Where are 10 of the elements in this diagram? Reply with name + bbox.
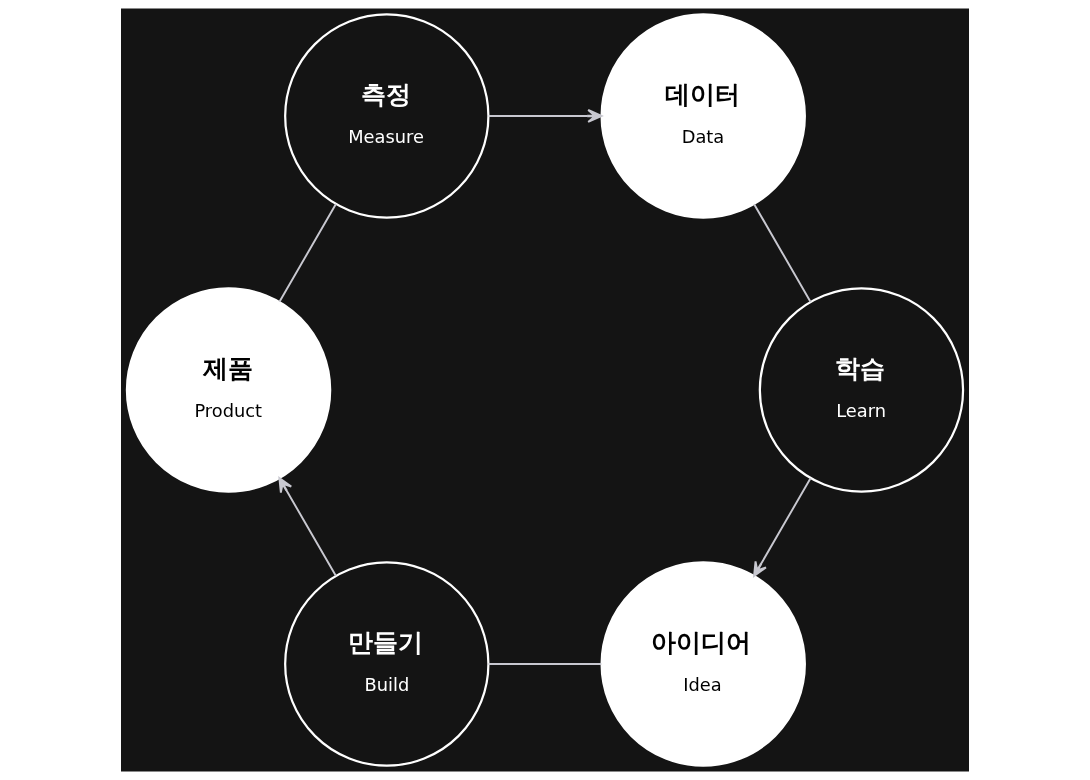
arrow	[753, 477, 812, 577]
connector	[278, 203, 337, 303]
node-circle: 데이터 Data	[600, 13, 806, 219]
connector	[487, 663, 603, 666]
connector	[753, 203, 812, 303]
node-circle: 측정 Measure	[284, 13, 490, 219]
node-circle: 만들기 Build	[284, 561, 490, 767]
arrow	[278, 477, 337, 577]
node-circle: 학습 Learn	[758, 287, 965, 493]
arrow	[487, 108, 603, 123]
